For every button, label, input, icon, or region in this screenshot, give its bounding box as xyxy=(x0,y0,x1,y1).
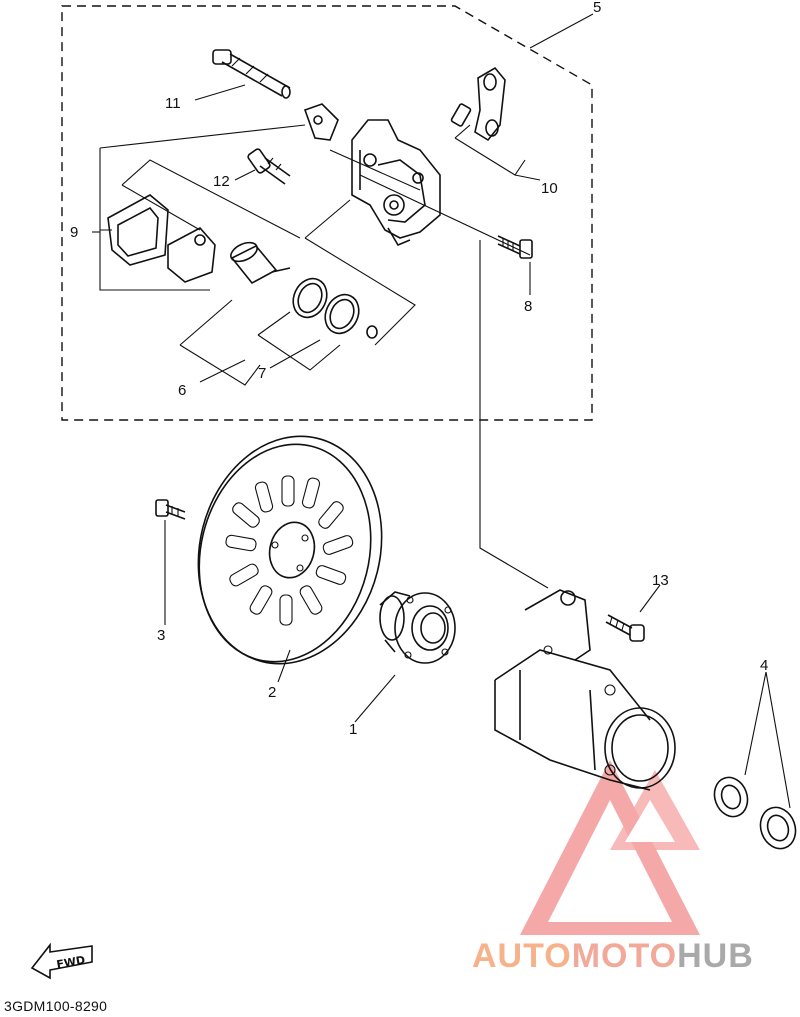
assembly-frame-7 xyxy=(257,311,341,371)
callout-4: 4 xyxy=(760,657,768,674)
assembly-frame-9 xyxy=(99,124,306,291)
watermark-hub: HUB xyxy=(677,937,754,975)
bolt-13 xyxy=(605,614,645,642)
callout-9: 9 xyxy=(70,224,78,241)
callout-1: 1 xyxy=(349,721,357,738)
callout-5: 5 xyxy=(593,0,601,16)
caliper-body xyxy=(303,103,441,247)
assembly-frame-piston xyxy=(304,199,416,346)
brake-pads-9 xyxy=(107,194,216,283)
assembly-frame-10 xyxy=(454,124,526,176)
callout-12: 12 xyxy=(213,173,230,190)
caliper-bracket-10 xyxy=(450,66,506,142)
diagram-code: 3GDM100-8290 xyxy=(4,998,108,1014)
hub-1 xyxy=(379,591,456,664)
bolt-8 xyxy=(497,235,533,259)
bolt-3 xyxy=(155,499,186,520)
axle-housing xyxy=(494,589,676,791)
piston-6 xyxy=(230,241,291,285)
callout-7: 7 xyxy=(258,365,266,382)
watermark-auto: AUTO xyxy=(472,937,572,975)
brake-disc-2 xyxy=(197,435,383,665)
seals-7 xyxy=(292,277,378,339)
leader-lines xyxy=(92,13,791,809)
watermark-logo xyxy=(520,760,700,935)
callout-8: 8 xyxy=(524,298,532,315)
assembly-frame-pads xyxy=(121,159,301,239)
watermark-text: AUTOMOTOHUB xyxy=(472,937,754,975)
center-axis-line xyxy=(329,149,549,589)
fwd-arrow: FWD xyxy=(30,942,93,980)
callout-2: 2 xyxy=(268,684,276,701)
caliper-pin-11 xyxy=(212,49,291,99)
callout-11: 11 xyxy=(165,95,181,112)
callout-3: 3 xyxy=(157,627,165,644)
bleed-screw-12 xyxy=(247,148,291,185)
caliper-assembly-box xyxy=(61,5,593,421)
callout-10: 10 xyxy=(541,180,558,197)
callout-6: 6 xyxy=(178,382,186,399)
callout-13: 13 xyxy=(652,572,669,589)
nuts-4 xyxy=(713,776,797,850)
assembly-frame-6 xyxy=(179,299,261,386)
watermark-moto: MOTO xyxy=(572,937,677,975)
fwd-label: FWD xyxy=(56,953,87,971)
